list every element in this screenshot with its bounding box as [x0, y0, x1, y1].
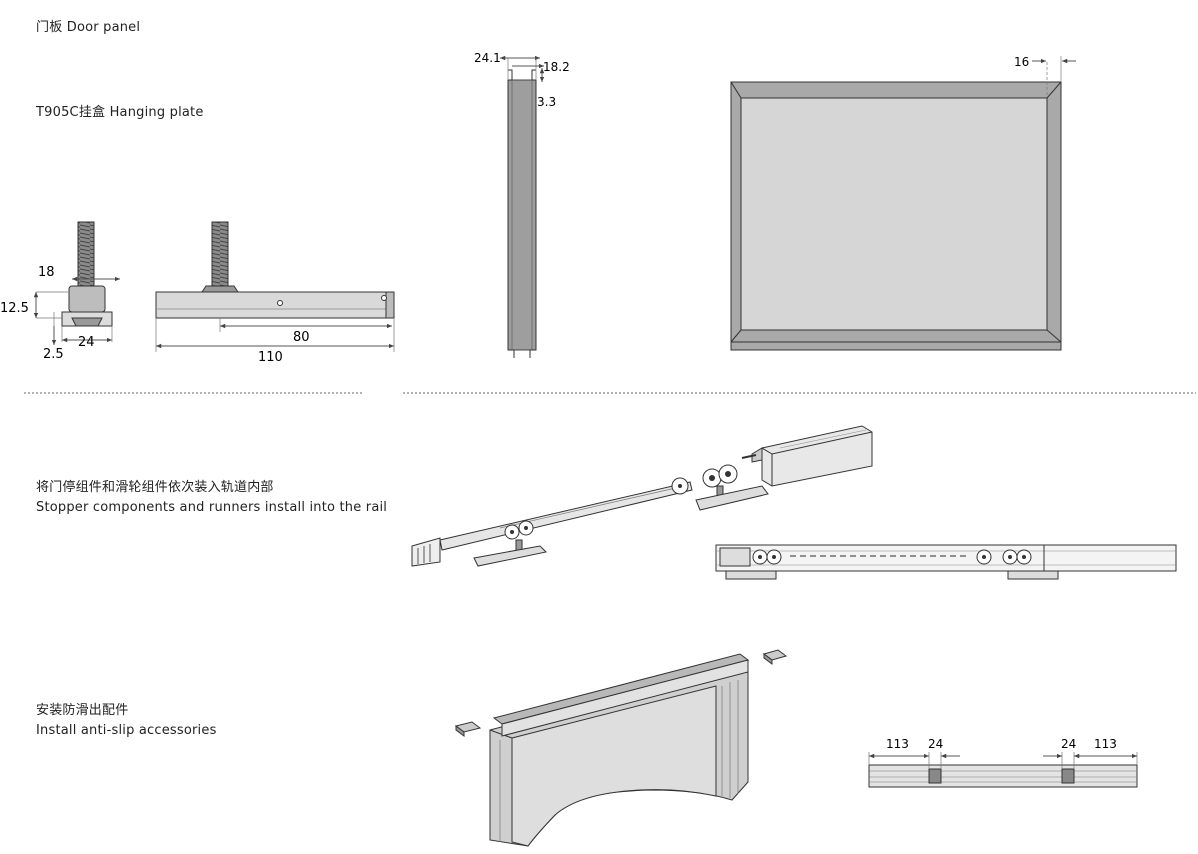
dim-rail-left-width: 24	[928, 737, 943, 751]
rail-dimension-view	[868, 752, 1138, 788]
dim-plate-foot: 2.5	[43, 347, 64, 362]
dim-plate-hole: 80	[293, 330, 310, 345]
dim-rail-left-offset: 113	[886, 737, 909, 751]
dim-plate-width: 18	[38, 265, 55, 280]
dim-frame-border: 16	[1014, 55, 1029, 69]
door-panel-label: 门板 Door panel	[36, 20, 141, 35]
dim-rail-right-offset: 113	[1094, 737, 1117, 751]
antislip-label-en: Install anti-slip accessories	[36, 723, 217, 738]
door-antislip-assembly	[454, 649, 788, 847]
dim-profile-lip: 3.3	[537, 95, 556, 109]
hanging-plate-side-view	[155, 221, 395, 352]
hanging-plate-label: T905C挂盒 Hanging plate	[36, 105, 204, 120]
dim-profile-outer: 24.1	[474, 51, 501, 65]
stopper-runner-assembly	[411, 425, 1177, 580]
dim-plate-base: 24	[78, 335, 95, 350]
dim-rail-right-width: 24	[1061, 737, 1076, 751]
profile-section	[500, 55, 545, 358]
dim-profile-inner: 18.2	[543, 60, 570, 74]
stopper-label-en: Stopper components and runners install i…	[36, 500, 388, 515]
stopper-label-cn: 将门停组件和滑轮组件依次装入轨道内部	[36, 480, 274, 495]
dim-plate-height: 12.5	[0, 301, 29, 316]
antislip-label-cn: 安装防滑出配件	[36, 703, 129, 718]
hanging-plate-end-view	[33, 221, 120, 345]
framed-door-panel	[730, 56, 1076, 351]
dim-plate-length: 110	[258, 350, 283, 365]
